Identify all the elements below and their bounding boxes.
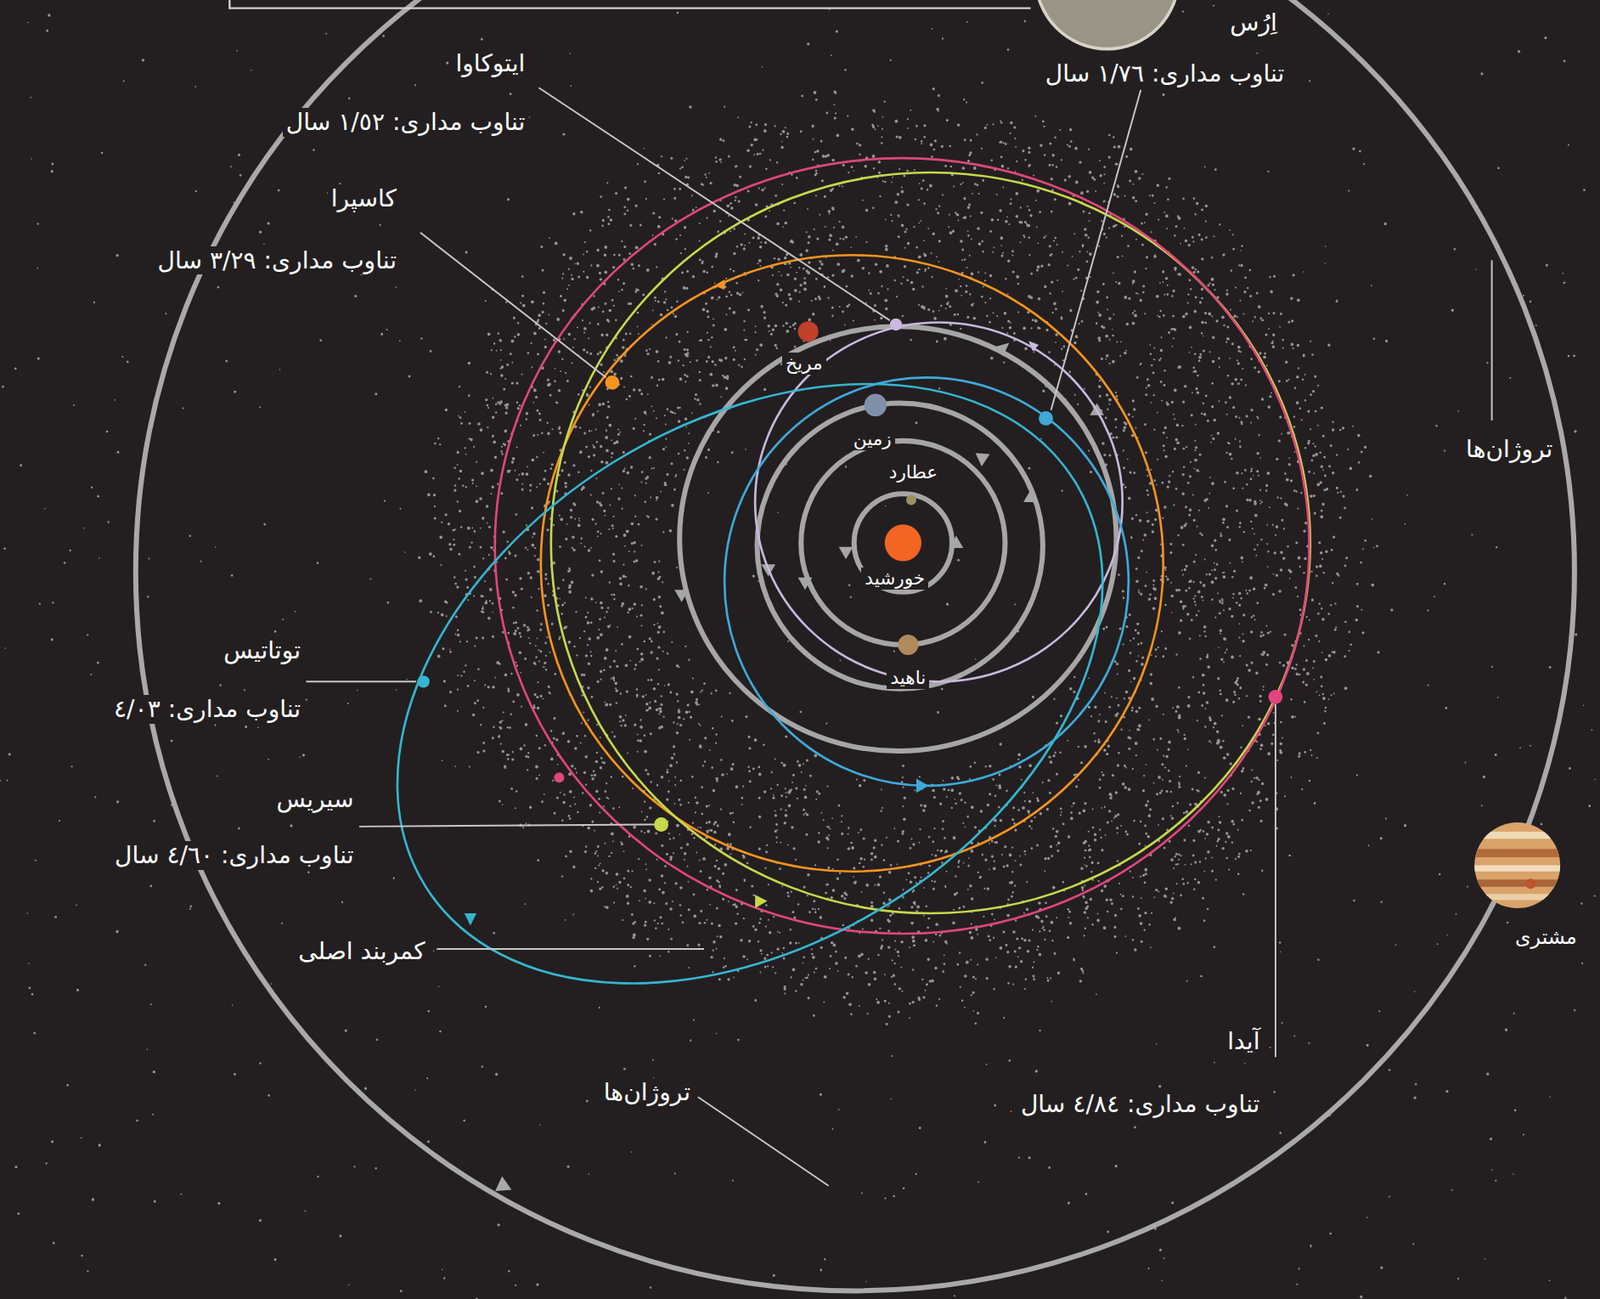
earth-orbit (757, 402, 1043, 688)
orbit-arrow (1028, 340, 1039, 351)
jupiter-bands (1469, 831, 1572, 900)
ceres-dot (653, 816, 669, 832)
leader-line (1491, 259, 1493, 421)
eros-orbit (724, 377, 1129, 785)
asteroid-name: آیدا (1223, 1026, 1263, 1056)
asteroid-markers (416, 318, 1283, 832)
leader-line (305, 680, 417, 682)
ceres-orbit (551, 172, 1311, 913)
earth (864, 394, 887, 417)
mercury (906, 495, 917, 506)
ida-orbit (495, 157, 1310, 934)
orbit-arrow (975, 452, 991, 467)
region-name: تروژان‌ها (600, 1077, 694, 1107)
kaspra-dot (605, 375, 620, 390)
orbit-arrow (674, 589, 689, 602)
orbit-dot (553, 771, 564, 783)
planet-name: ناهید (886, 666, 930, 689)
inset-frame (229, 0, 1031, 9)
planet-name: عطارد (885, 461, 941, 484)
asteroid-name: اِرُس (1226, 8, 1281, 38)
orbit-arrow (714, 279, 725, 290)
orbital-period: تناوب مداری: ٤/٦٠ سال (111, 840, 358, 870)
leader-line (420, 232, 607, 378)
asteroid-name: ایتوکاوا (452, 49, 530, 79)
venus (897, 634, 919, 655)
asteroid-name: توتاتیس (219, 636, 305, 665)
planet-name: زمین (850, 428, 896, 451)
band (1469, 878, 1572, 886)
leader-line (436, 947, 705, 950)
orbital-period: تناوب مداری: ٤/٨٤ سال (1017, 1089, 1264, 1119)
orbit-arrow (948, 535, 964, 548)
leader-line (1051, 90, 1142, 411)
orbit-arrow (464, 912, 477, 925)
orbit-arrow (495, 1176, 515, 1198)
band (1469, 893, 1572, 900)
leader-lines (305, 87, 1492, 1185)
sun (884, 523, 922, 561)
asteroid-name: کاسپرا (327, 184, 400, 214)
asteroid-orbit-arrows (464, 279, 1039, 925)
orbit-arrow (994, 343, 1009, 357)
orbit-arrow (754, 894, 767, 908)
leader-line (359, 823, 655, 826)
ida-dot (1268, 689, 1284, 705)
orbit-arrow (916, 777, 929, 793)
mars (798, 321, 819, 342)
band (1469, 848, 1572, 857)
leader-line (698, 1096, 829, 1185)
band (1469, 831, 1572, 839)
mercury-orbit (854, 493, 953, 592)
orbital-period: تناوب مداری: ٣/٢٩ سال (154, 246, 401, 276)
asteroid-name: سیریس (272, 784, 357, 814)
planet-name: مریخ (782, 352, 826, 375)
mars-orbit (679, 326, 1116, 751)
jupiter-orbit (135, 0, 1575, 1291)
kaspra-orbit (540, 254, 1164, 871)
orbital-period: تناوب مداری: ٤/٠٣ (110, 694, 305, 724)
toutatis-dot (416, 675, 429, 688)
asteroid-orbits (287, 157, 1311, 1107)
leader-line (1274, 704, 1277, 1058)
region-name: کمربند اصلی (294, 936, 429, 966)
itokawa-dot (890, 318, 902, 331)
orbit-arrow (1023, 490, 1038, 502)
itokawa-orbit (754, 322, 1123, 682)
orbital-period: تناوب مداری: ١/٥٢ سال (282, 107, 530, 137)
orbital-period: تناوب مداری: ١/٧٦ سال (1042, 59, 1289, 89)
sun-name: خورشید (861, 567, 929, 590)
red-spot (1525, 878, 1536, 889)
jupiter (1469, 822, 1572, 908)
venus-orbit (800, 440, 1005, 645)
region-name: تروژان‌ها (1462, 434, 1556, 464)
toutatis-orbit (287, 259, 1213, 1107)
planet-name: مشتری (1511, 924, 1581, 950)
orbit-arrow (798, 577, 813, 590)
orbit-arrow (839, 546, 854, 559)
band (1469, 865, 1572, 872)
eros-dot (1038, 411, 1054, 426)
planet-orbits (679, 326, 1116, 751)
eros-image (1036, 0, 1179, 50)
leader-line (538, 87, 890, 321)
